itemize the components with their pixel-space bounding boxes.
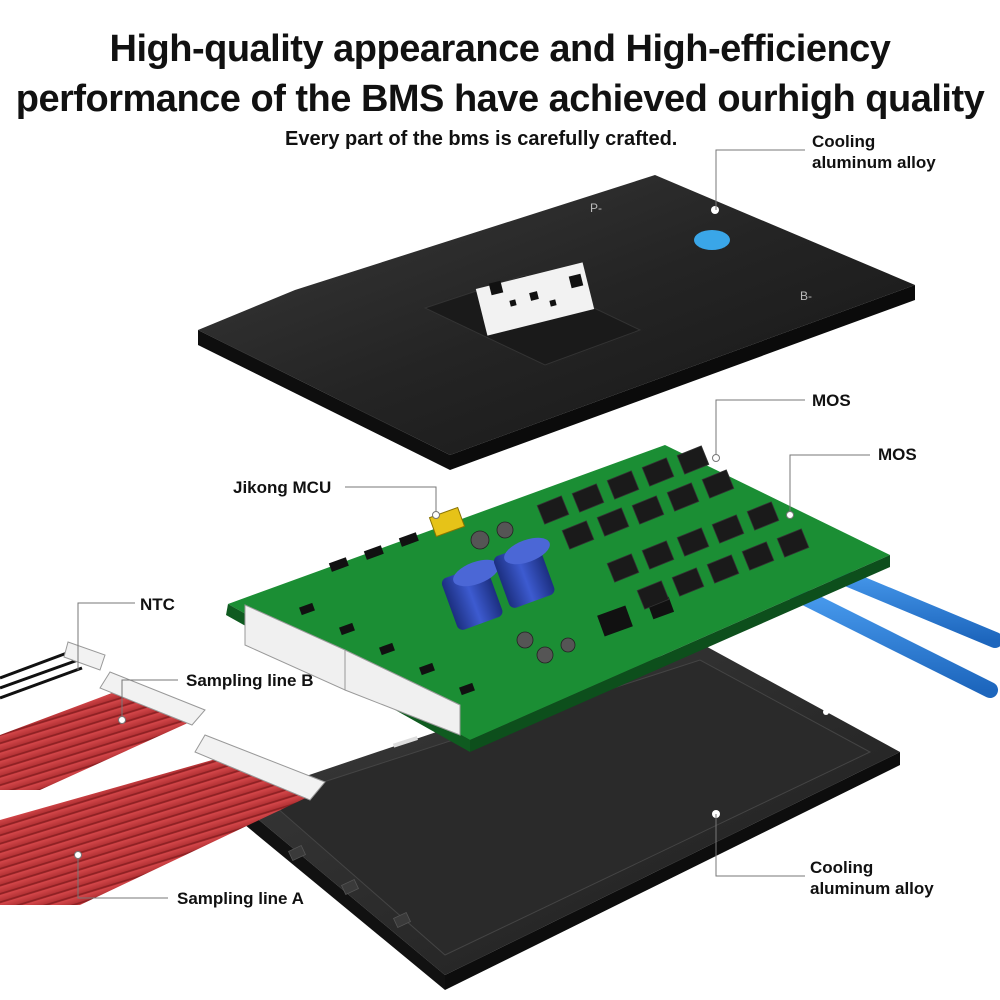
callout-sampling-b: Sampling line B (186, 671, 314, 690)
callout-mos-1: MOS (812, 391, 851, 410)
cloud-logo-icon (694, 230, 730, 250)
headline-line-2: performance of the BMS have achieved our… (15, 78, 985, 120)
pcb-board (226, 445, 890, 752)
callout-cooling-top: Cooling aluminum alloy (812, 131, 936, 173)
callout-cooling-bottom-line1: Cooling (810, 858, 874, 877)
callout-cooling-top-line2: aluminum alloy (812, 153, 936, 172)
ntc-wire (0, 641, 106, 700)
callout-sampling-a: Sampling line A (177, 889, 304, 908)
capacitors (441, 537, 555, 630)
leader-lines (77, 149, 870, 899)
callout-cooling-top-line1: Cooling (812, 132, 876, 151)
callout-cooling-bottom-line2: aluminum alloy (810, 879, 934, 898)
sampling-wire-b (0, 671, 206, 790)
mos-array (536, 445, 810, 610)
pcb-connectors (244, 604, 461, 736)
headline-line-1: High-quality appearance and High-efficie… (109, 28, 891, 70)
top-cooling-cover: P- B- (198, 175, 915, 470)
callout-ntc: NTC (140, 595, 175, 614)
callout-cooling-bottom: Cooling aluminum alloy (810, 857, 934, 899)
bottom-cooling-case (233, 643, 900, 990)
cover-mark-p-minus: P- (590, 201, 602, 215)
cover-mark-b-minus: B- (800, 289, 812, 303)
callout-mcu: Jikong MCU (233, 478, 332, 497)
callout-mos-2: MOS (878, 445, 917, 464)
subtitle: Every part of the bms is carefully craft… (285, 128, 678, 150)
